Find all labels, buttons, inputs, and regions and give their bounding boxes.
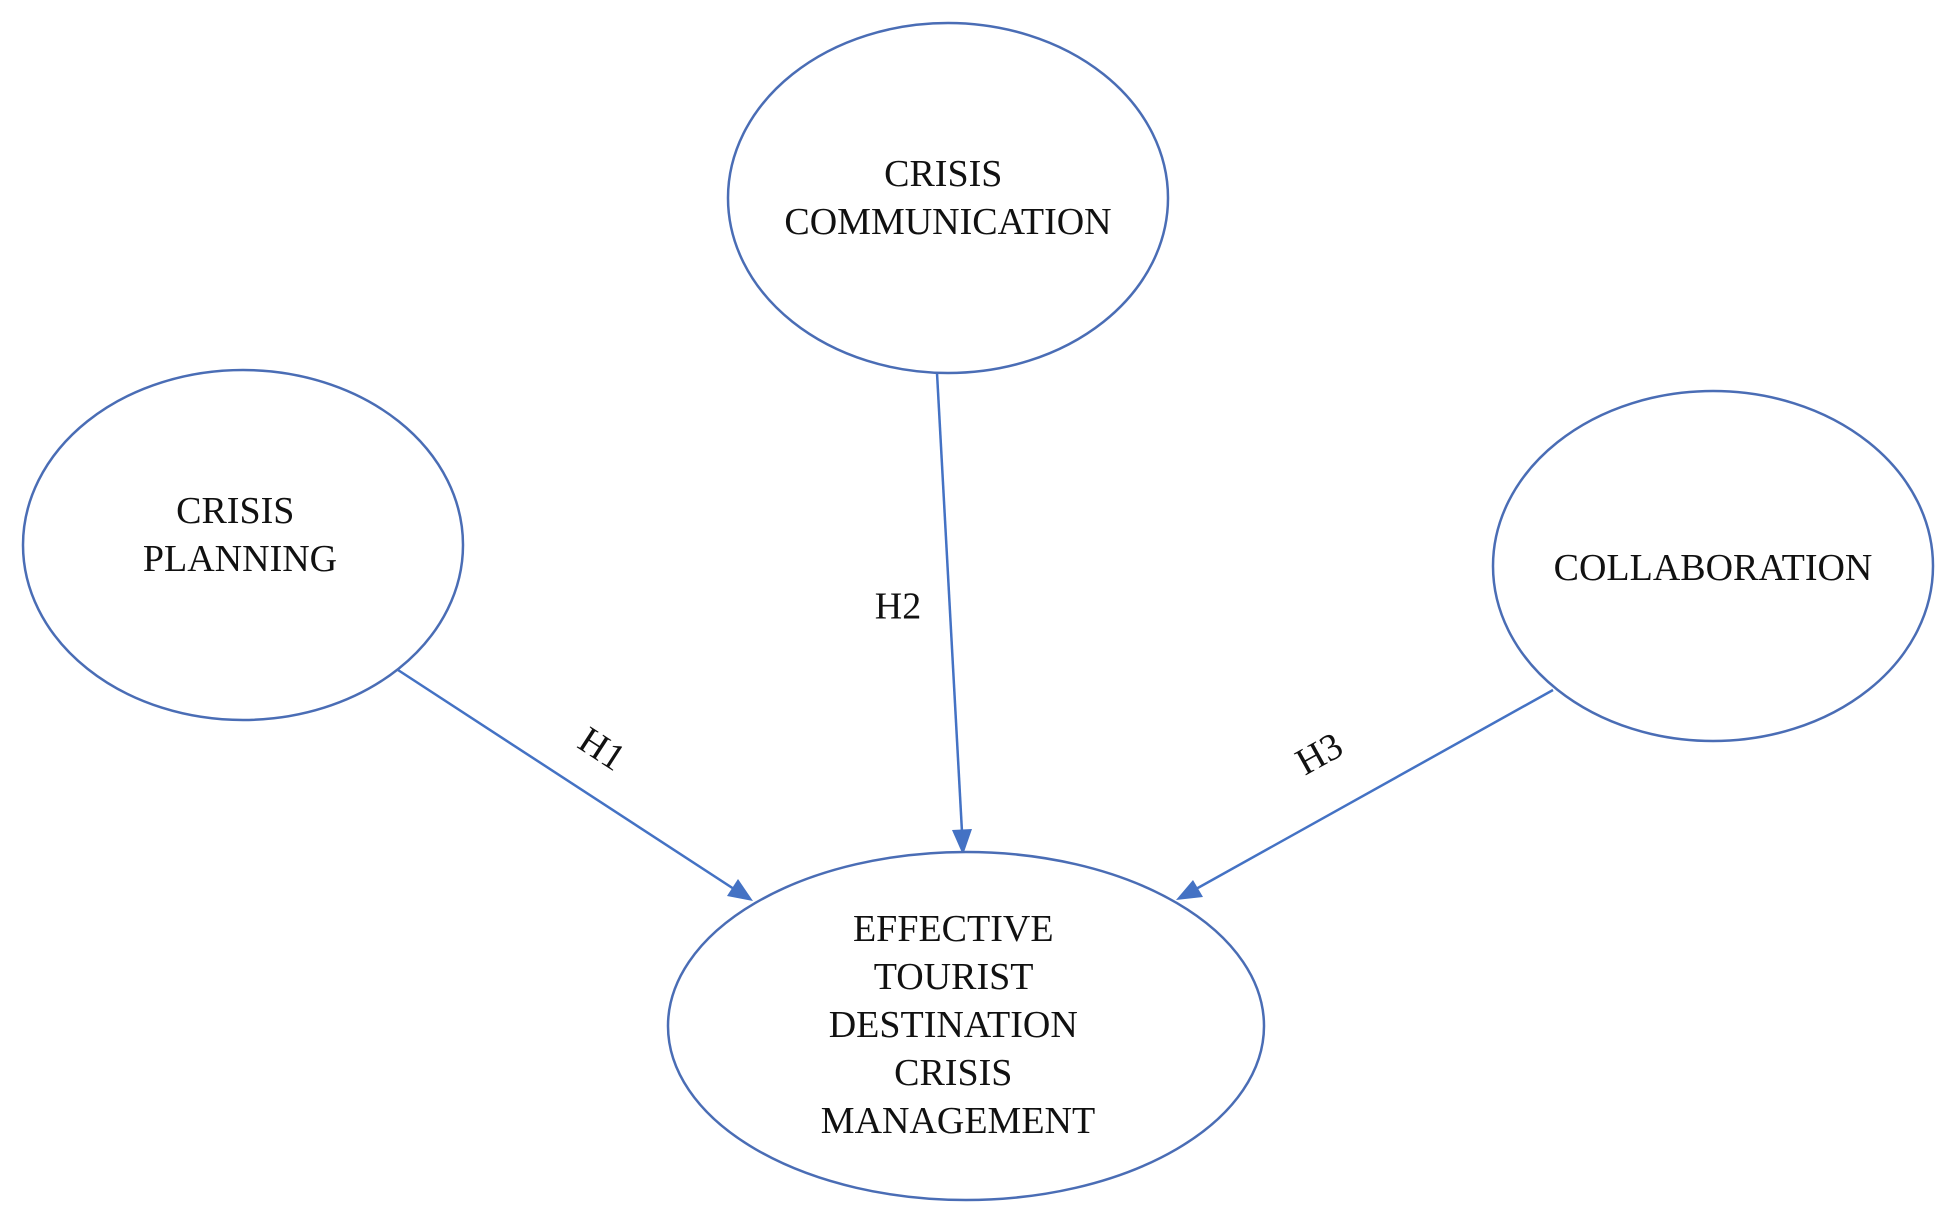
- node-crisis-communication-ellipse: [726, 21, 1170, 375]
- edge-h1-label: H1: [571, 719, 633, 780]
- node-collaboration-label: COLLABORATION: [1554, 547, 1873, 589]
- edge-h1: H1: [397, 668, 753, 901]
- edge-h2: H2: [875, 372, 972, 855]
- node-crisis-planning-label: CRISIS PLANNING: [143, 490, 337, 580]
- node-collaboration-ellipse: [1491, 389, 1935, 743]
- edge-h1-arrowhead: [727, 879, 753, 901]
- edge-h2-line: [935, 372, 964, 833]
- edge-h2-label: H2: [875, 586, 921, 628]
- node-crisis-communication: CRISIS COMMUNICATION: [726, 21, 1170, 375]
- node-effective-management-ellipse: [666, 850, 1266, 1202]
- edge-h3-line: [1195, 688, 1554, 891]
- edge-h3: H3: [1176, 688, 1554, 900]
- node-crisis-communication-label: CRISIS COMMUNICATION: [784, 153, 1111, 243]
- node-crisis-planning: CRISIS PLANNING: [21, 368, 465, 722]
- node-crisis-planning-ellipse: [21, 368, 465, 722]
- node-effective-management: EFFECTIVE TOURIST DESTINATION CRISIS MAN…: [666, 850, 1266, 1202]
- edge-h3-label: H3: [1289, 725, 1350, 784]
- edge-h2-arrowhead: [952, 829, 972, 855]
- edge-h3-arrowhead: [1176, 880, 1203, 900]
- node-effective-management-label: EFFECTIVE TOURIST DESTINATION CRISIS MAN…: [821, 908, 1095, 1142]
- edge-h1-line: [397, 668, 735, 891]
- node-collaboration: COLLABORATION: [1491, 389, 1935, 743]
